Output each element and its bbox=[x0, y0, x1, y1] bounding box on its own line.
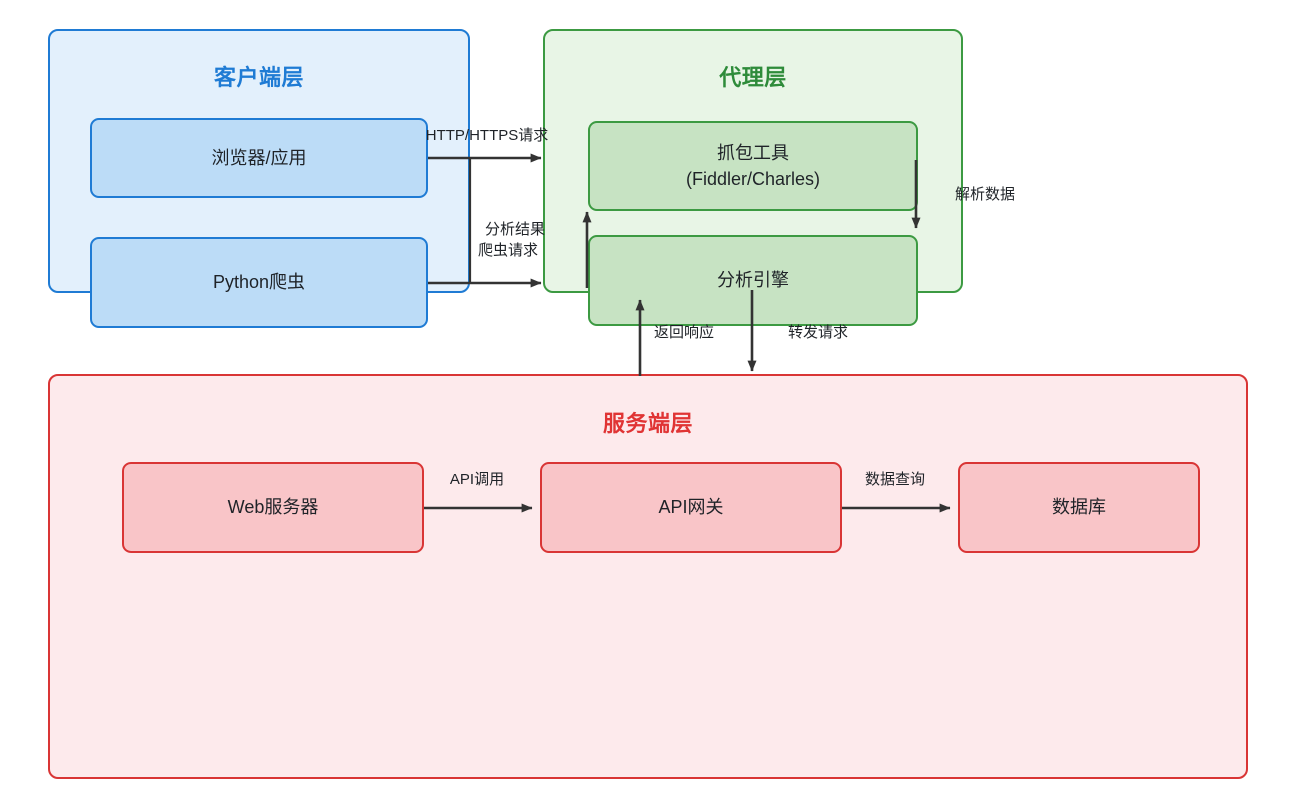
edge-label-parse-data: 解析数据 bbox=[954, 186, 1016, 203]
node-web-server-label: Web服务器 bbox=[227, 497, 319, 518]
server-layer-title: 服务端层 bbox=[602, 411, 694, 436]
server-layer-container bbox=[48, 374, 1248, 779]
node-database-label: 数据库 bbox=[1052, 497, 1106, 518]
edge-label-spider-request: 爬虫请求 bbox=[477, 242, 539, 259]
node-database[interactable]: 数据库 bbox=[958, 462, 1200, 553]
edge-label-forward-request: 转发请求 bbox=[787, 324, 849, 341]
edge-label-analysis-result: 分析结果 bbox=[484, 221, 546, 238]
edge-label-return-response: 返回响应 bbox=[653, 324, 715, 341]
node-api-gateway[interactable]: API网关 bbox=[540, 462, 842, 553]
edge-label-api-call: API调用 bbox=[449, 471, 505, 488]
node-browser-label: 浏览器/应用 bbox=[211, 147, 307, 168]
node-analysis-engine[interactable]: 分析引擎 bbox=[588, 235, 918, 326]
edge-label-http-request: HTTP/HTTPS请求 bbox=[425, 127, 549, 144]
edge-label-data-query: 数据查询 bbox=[864, 471, 926, 488]
client-layer-title: 客户端层 bbox=[213, 65, 305, 90]
node-browser[interactable]: 浏览器/应用 bbox=[90, 118, 428, 198]
node-web-server[interactable]: Web服务器 bbox=[122, 462, 424, 553]
node-capture-tool-label-line2: (Fiddler/Charles) bbox=[685, 169, 821, 189]
node-analysis-engine-label: 分析引擎 bbox=[717, 270, 789, 291]
node-python-spider-label: Python爬虫 bbox=[212, 272, 306, 293]
node-capture-tool[interactable]: 抓包工具 (Fiddler/Charles) bbox=[588, 121, 918, 211]
node-api-gateway-label: API网关 bbox=[658, 497, 724, 518]
node-python-spider[interactable]: Python爬虫 bbox=[90, 237, 428, 328]
node-capture-tool-label-line1: 抓包工具 bbox=[717, 142, 789, 163]
proxy-layer-title: 代理层 bbox=[719, 65, 787, 90]
